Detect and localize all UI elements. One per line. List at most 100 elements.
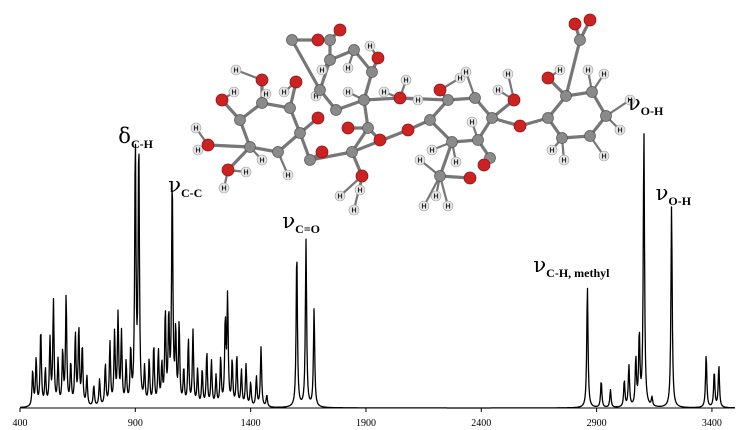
hydrogen-atom-label: H (281, 90, 286, 97)
x-tick-label-1400: 1400 (241, 418, 261, 429)
carbon-atom (330, 104, 342, 116)
oxygen-atom (373, 133, 387, 147)
hydrogen-atom-label: H (453, 160, 458, 167)
carbon-atom (314, 84, 326, 96)
hydrogen-atom (218, 182, 230, 194)
oxygen-atom (221, 163, 235, 177)
hydrogen-atom-label: H (231, 90, 236, 97)
spectrum-peak-67 (705, 353, 707, 355)
hydrogen-atom (598, 150, 610, 162)
hydrogen-atom-label: H (469, 120, 474, 127)
hydrogen-atom (418, 200, 430, 212)
hydrogen-atom (228, 86, 240, 98)
oxygen-atom (433, 83, 447, 97)
hydrogen-atom (430, 190, 442, 202)
hydrogen-atom (460, 66, 472, 78)
hydrogen-atom-label: H (263, 92, 268, 99)
hydrogen-atom-label: H (345, 90, 350, 97)
oxygen-atom (341, 121, 355, 135)
hydrogen-atom-label: H (561, 158, 566, 165)
oxygen-atom (315, 145, 329, 159)
hydrogen-atom-label: H (233, 68, 238, 75)
hydrogen-atom-label: H (319, 68, 324, 75)
hydrogen-atom (546, 144, 558, 156)
carbon-atom (424, 114, 436, 126)
hydrogen-atom (342, 86, 354, 98)
hydrogen-atom-label: H (601, 154, 606, 161)
hydrogen-atom-label: H (627, 98, 632, 105)
hydrogen-atom (230, 64, 242, 76)
carbon-atom (472, 134, 484, 146)
hydrogen-atom-label: H (381, 90, 386, 97)
carbon-atom (358, 94, 370, 106)
spectrum-peak-64 (643, 130, 645, 132)
carbon-atom (304, 154, 316, 166)
peak-label-nu-co: νC=O (282, 209, 320, 236)
oxygen-atom (355, 169, 369, 183)
hydrogen-atom-label: H (221, 186, 226, 193)
hydrogen-atom (354, 184, 366, 196)
oxygen-atom (215, 93, 229, 107)
carbon-atom (586, 86, 598, 98)
carbon-atom (434, 170, 446, 182)
hydrogen-atom-label: H (367, 44, 372, 51)
molecule-bond (564, 38, 582, 98)
hydrogen-atom (442, 200, 454, 212)
oxygen-atom (477, 158, 491, 172)
hydrogen-atom (558, 154, 570, 166)
carbon-atom (256, 97, 268, 109)
oxygen-atom (568, 17, 582, 31)
hydrogen-atom (342, 62, 354, 74)
x-tick-label-2400: 2400 (471, 418, 491, 429)
carbon-atom (346, 146, 358, 158)
hydrogen-atom (190, 122, 202, 134)
hydrogen-atom (334, 190, 346, 202)
hydrogen-atom-label: H (601, 72, 606, 79)
peak-label-delta-ch: δC-H (118, 124, 153, 151)
hydrogen-atom (614, 124, 626, 136)
hydrogen-atom-label: H (429, 148, 434, 155)
peak-label-nu-oh-1: νO-H (628, 91, 664, 118)
hydrogen-atom-label: H (585, 68, 590, 75)
carbon-atom (284, 102, 296, 114)
hydrogen-atom (502, 68, 514, 80)
x-tick-label-900: 900 (128, 418, 143, 429)
oxygen-atom (333, 23, 347, 37)
hydrogen-atom-label: H (313, 94, 318, 101)
hydrogen-atom-label: H (259, 158, 264, 165)
hydrogen-atom-label: H (243, 170, 248, 177)
hydrogen-atom-label: H (337, 194, 342, 201)
x-tick-label-3400: 3400 (702, 418, 722, 429)
hydrogen-atom (414, 154, 426, 166)
hydrogen-atom (492, 84, 504, 96)
carbon-atom (234, 114, 246, 126)
spectrum-peak-57 (586, 285, 588, 287)
carbon-atom (348, 44, 360, 56)
carbon-atom (362, 122, 374, 134)
oxygen-atom (311, 111, 325, 125)
carbon-atom (294, 127, 306, 139)
oxygen-atom (201, 138, 215, 152)
hydrogen-atom (450, 156, 462, 168)
hydrogen-atom (348, 204, 360, 216)
x-tick-label-400: 400 (13, 418, 28, 429)
hydrogen-atom (378, 86, 390, 98)
hydrogen-atom (412, 94, 424, 106)
hydrogen-atom (256, 154, 268, 166)
carbon-atom (560, 90, 572, 102)
hydrogen-atom (582, 64, 594, 76)
oxygen-atom (393, 91, 407, 105)
oxygen-atom (401, 123, 415, 137)
peak-label-nu-cc: νC-C (168, 173, 202, 200)
hydrogen-atom-label: H (457, 76, 462, 83)
oxygen-atom (583, 13, 597, 27)
hydrogen-atom-label: H (345, 66, 350, 73)
oxygen-atom (371, 51, 385, 65)
carbon-atom (600, 110, 612, 122)
hydrogen-atom-label: H (285, 173, 290, 180)
hydrogen-atom-label: H (495, 88, 500, 95)
molecule-bond (438, 140, 454, 178)
